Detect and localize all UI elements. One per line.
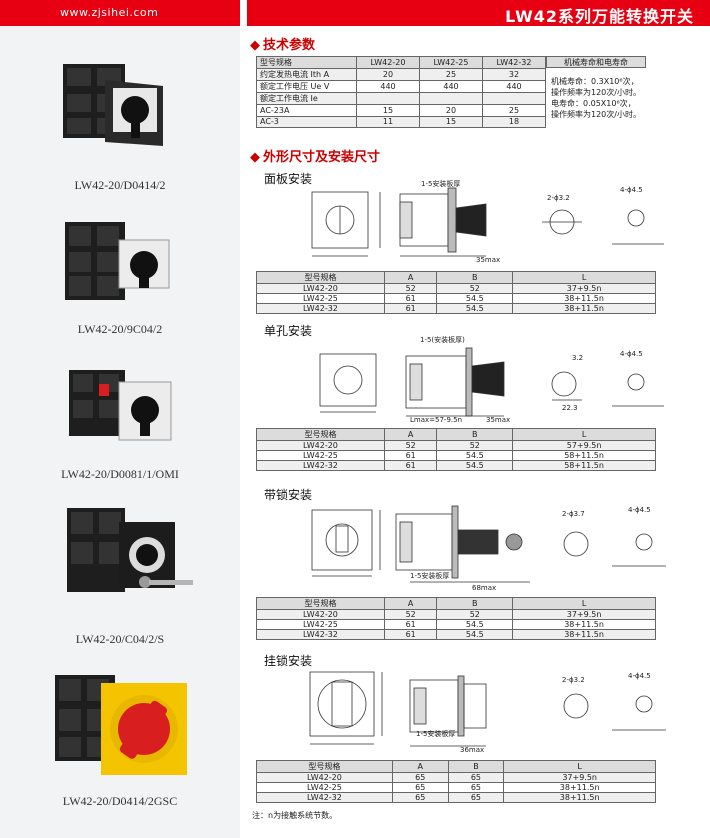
- product-image-1: [45, 50, 195, 160]
- diamond-icon: ◆: [250, 38, 260, 53]
- table-header: LW42-20: [356, 56, 420, 69]
- max-length-label: 68max: [472, 584, 496, 592]
- tech-section-title: ◆技术参数: [250, 38, 316, 53]
- hole-label: 22.3: [562, 404, 578, 412]
- table-row: 额定工作电流 Ie: [256, 92, 546, 105]
- title-bar: LW42系列万能转换开关: [247, 0, 710, 26]
- product-caption-5: LW42-20/D0414/2GSC: [62, 794, 178, 808]
- plate-thickness-label: 1-5安装板厚: [416, 729, 455, 738]
- product-caption-2: LW42-20/9C04/2: [77, 322, 163, 336]
- max-length-label: 35max: [486, 416, 510, 424]
- url-bar: www.zjsihei.com: [0, 0, 240, 26]
- single-hole-drawing: 1-5(安装板厚) Lmax=57-9.5n 35max 3.2 22.3 4-…: [319, 335, 664, 424]
- table-header: A: [391, 760, 449, 773]
- table-header: L: [512, 428, 656, 441]
- table-header: A: [383, 428, 438, 441]
- single-hole-title: 单孔安装: [264, 324, 313, 338]
- table-header: 型号规格: [256, 56, 357, 69]
- footnote: 注：n为接触系统节数。: [252, 811, 338, 820]
- hole-label: 4-ϕ4.5: [620, 186, 643, 194]
- life-text: 机械寿命：0.3X10⁶次， 操作频率为120次/小时。 电寿命：0.05X10…: [551, 77, 641, 119]
- table-header: L: [512, 597, 656, 610]
- product-image-4: [45, 500, 195, 615]
- plate-thickness-label: 1-5安装板厚: [410, 571, 449, 580]
- hole-label: 4-ϕ4.5: [628, 506, 651, 514]
- page-title: LW42系列万能转换开关: [505, 7, 694, 26]
- table-header: LW42-25: [419, 56, 483, 69]
- max-length-label: 35max: [476, 256, 500, 264]
- max-length-label: Lmax=57-9.5n: [410, 416, 462, 424]
- table-header: 型号规格: [256, 271, 385, 284]
- product-sidebar: www.zjsihei.com LW42-20/D0414/2 LW42-20/…: [0, 0, 240, 838]
- product-image-2: [45, 210, 195, 315]
- hole-label: 2-ϕ3.2: [562, 676, 585, 684]
- hole-label: 4-ϕ4.5: [620, 350, 643, 358]
- table-header: L: [512, 271, 656, 284]
- product-caption-4: LW42-20/C04/2/S: [75, 632, 165, 646]
- plate-thickness-label: 1-5安装板厚: [421, 179, 460, 188]
- panel-mount-drawing: 1-5安装板厚 35max 2-ϕ3.2 4-ϕ4.5: [311, 179, 664, 264]
- table-header: L: [503, 760, 656, 773]
- product-caption-3: LW42-20/D0081/1/OMI: [61, 467, 179, 481]
- table-header: B: [436, 271, 514, 284]
- website-url[interactable]: www.zjsihei.com: [60, 6, 159, 19]
- hole-label: 4-ϕ4.5: [628, 672, 651, 680]
- padlock-mount-drawing: 1-5安装板厚 36max 2-ϕ3.2 4-ϕ4.5: [309, 671, 666, 754]
- table-header: B: [436, 428, 514, 441]
- table-header: B: [447, 760, 505, 773]
- lock-mount-drawing: 1-5安装板厚 68max 2-ϕ3.7 4-ϕ4.5: [311, 505, 666, 592]
- tech-params-table: 型号规格 LW42-20 LW42-25 LW42-32 约定发热电流 Ith …: [256, 56, 546, 128]
- table-header: B: [436, 597, 514, 610]
- product-image-5: [45, 665, 195, 785]
- table-header: 型号规格: [256, 760, 393, 773]
- panel-mount-title: 面板安装: [264, 172, 313, 186]
- product-image-3: [45, 360, 195, 460]
- hole-label: 2-ϕ3.7: [562, 510, 585, 518]
- padlock-mount-title: 挂锁安装: [264, 654, 313, 668]
- hole-label: 3.2: [572, 354, 583, 362]
- product-caption-1: LW42-20/D0414/2: [74, 178, 166, 192]
- hole-label: 2-ϕ3.2: [547, 194, 570, 202]
- table-header: 型号规格: [256, 428, 385, 441]
- plate-thickness-label: 1-5(安装板厚): [420, 335, 465, 344]
- max-length-label: 36max: [460, 746, 484, 754]
- lock-mount-title: 带锁安装: [264, 488, 313, 502]
- diamond-icon: ◆: [250, 150, 260, 165]
- dims-section-title: ◆外形尺寸及安装尺寸: [250, 150, 381, 165]
- life-header: 机械寿命和电寿命: [546, 56, 646, 68]
- table-header: A: [383, 271, 438, 284]
- table-header: LW42-32: [482, 56, 546, 69]
- table-header: 型号规格: [256, 597, 385, 610]
- table-header: A: [383, 597, 438, 610]
